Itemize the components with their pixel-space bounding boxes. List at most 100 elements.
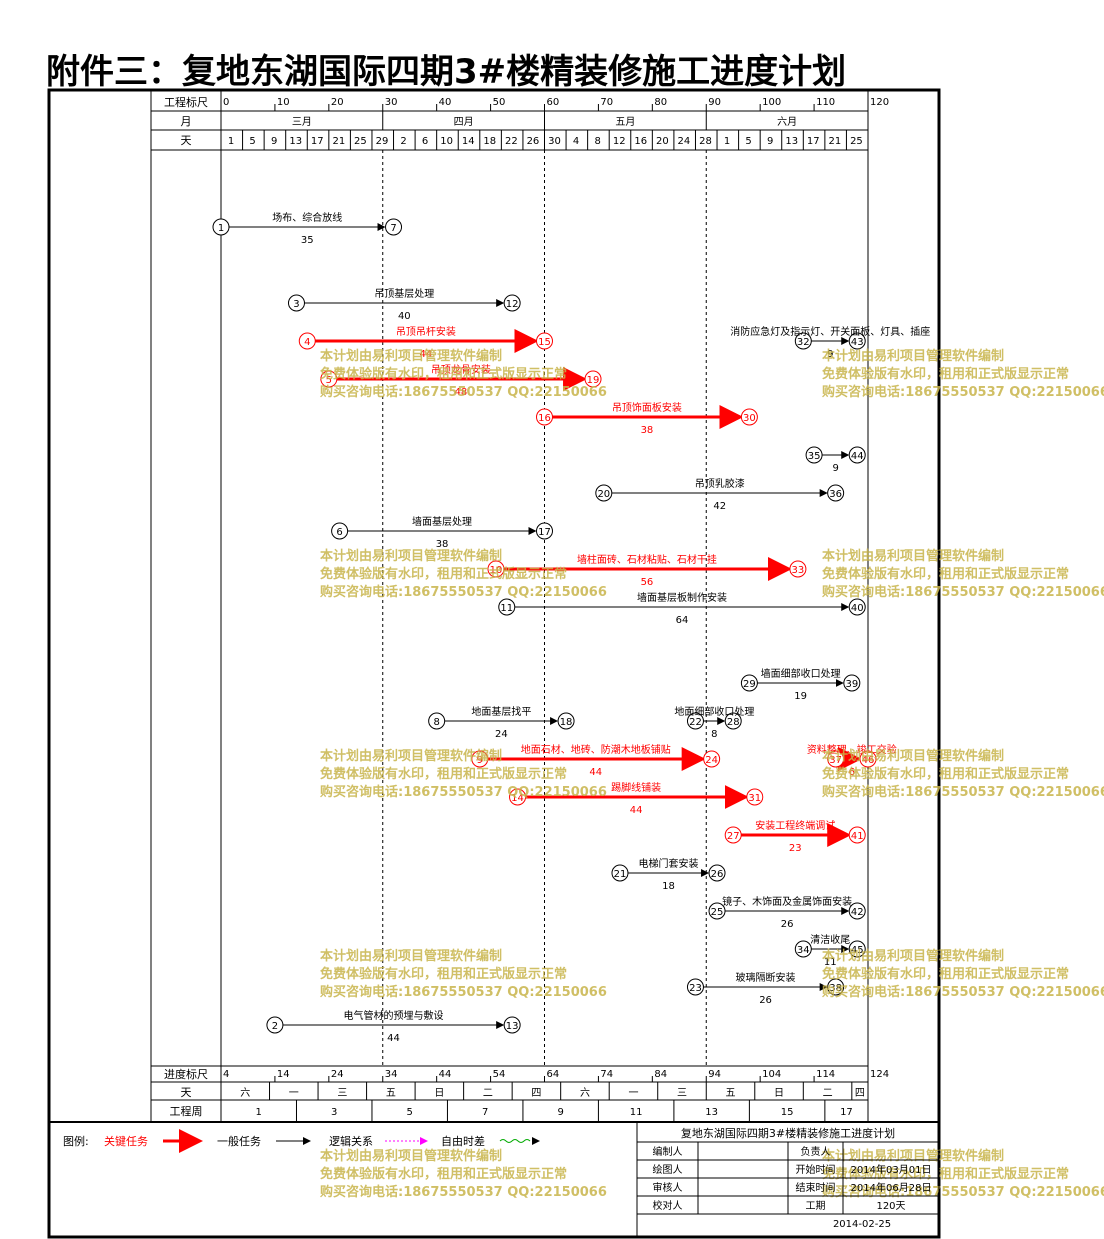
task-duration: 9 [832, 463, 838, 474]
event-node [686, 978, 704, 996]
event-node [708, 902, 726, 920]
task-name: 清洁收尾 [810, 933, 850, 946]
month-label-3: 六月 [777, 116, 797, 128]
weekday-11: 日 [774, 1088, 784, 1099]
event-node [287, 294, 305, 312]
event-node [794, 940, 812, 958]
day-label-16: 4 [573, 136, 579, 147]
task-name: 吊顶基层处理 [374, 287, 434, 300]
week-7: 15 [781, 1107, 794, 1118]
event-node [536, 408, 553, 426]
event-node-label: 43 [851, 337, 864, 348]
event-node-label: 20 [597, 489, 610, 500]
event-node [843, 674, 861, 692]
task-duration: 26 [759, 995, 772, 1006]
task-name: 墙面基层处理 [412, 515, 472, 528]
task-name: 资料整理、竣工交验 [807, 743, 897, 756]
month-label-1: 四月 [454, 116, 474, 128]
watermark-text: 本计划由易利项目管理软件编制 [320, 548, 502, 564]
progress-tick-label: 54 [493, 1069, 506, 1080]
day-label-9: 6 [422, 136, 428, 147]
page-title: 附件三：复地东湖国际四期3#楼精装修施工进度计划 [46, 52, 847, 92]
weekday-9: 三 [677, 1088, 687, 1099]
titleblock-title: 复地东湖国际四期3#楼精装修施工进度计划 [681, 1126, 895, 1140]
progress-tick-label: 14 [277, 1069, 290, 1080]
watermark-text: 免费体验版有水印，租用和正式版显示正常 [822, 366, 1069, 382]
event-node-label: 23 [689, 983, 702, 994]
event-node [498, 598, 516, 616]
event-node-label: 37 [829, 755, 842, 766]
diagram-frame [47, 88, 941, 1239]
watermark-text: 本计划由易利项目管理软件编制 [822, 748, 1004, 764]
day-label-15: 30 [548, 136, 561, 147]
weekday-7: 六 [580, 1087, 590, 1099]
event-node [611, 864, 629, 882]
day-label-22: 28 [699, 136, 712, 147]
scale-tick-label: 50 [493, 97, 506, 108]
event-node [724, 826, 742, 844]
event-node [789, 560, 807, 578]
week-8: 17 [840, 1107, 853, 1118]
weekday-2: 三 [337, 1088, 347, 1099]
progress-label: 进度标尺 [164, 1067, 208, 1081]
scale-tick-label: 40 [439, 97, 452, 108]
titleblock-cell: 绘图人 [653, 1163, 683, 1176]
scale-tick-label: 10 [277, 97, 290, 108]
month-label-2: 五月 [615, 116, 635, 128]
day-label-6: 25 [354, 136, 367, 147]
progress-tick-label: 94 [708, 1069, 721, 1080]
task-name: 安装工程终端调试 [755, 819, 835, 832]
watermark-text: 免费体验版有水印，租用和正式版显示正常 [320, 566, 567, 582]
watermark-text: 本计划由易利项目管理软件编制 [320, 748, 502, 764]
scale-tick-label: 100 [762, 97, 781, 108]
legend: 图例:关键任务一般任务逻辑关系自由时差 [63, 1129, 540, 1153]
event-node [848, 332, 866, 350]
task-name: 吊顶吊杆安装 [396, 325, 456, 338]
progress-tick-label: 84 [654, 1069, 667, 1080]
watermark-text: 本计划由易利项目管理软件编制 [320, 948, 502, 964]
event-node [740, 674, 758, 692]
watermark-text: 购买咨询电话:18675550537 QQ:22150066 [320, 384, 607, 400]
scale-tick-label: 30 [385, 97, 398, 108]
task-duration: 18 [662, 881, 675, 892]
watermark-text: 本计划由易利项目管理软件编制 [320, 348, 502, 364]
legend-label: 图例: [63, 1134, 89, 1148]
day-label-25: 9 [767, 136, 773, 147]
task-name: 地面细部收口处理 [674, 705, 754, 718]
event-node [827, 750, 845, 768]
event-node [503, 1016, 521, 1034]
event-node [557, 712, 575, 730]
event-node [848, 902, 866, 920]
day-label-2: 9 [271, 136, 277, 147]
day-label-7: 29 [376, 136, 389, 147]
weekday-8: 一 [628, 1088, 638, 1099]
watermark-text: 购买咨询电话:18675550537 QQ:22150066 [320, 1184, 607, 1200]
task-name: 电气管材的预埋与敷设 [344, 1009, 444, 1022]
weekday-6: 四 [531, 1088, 541, 1099]
task-name: 玻璃隔断安装 [736, 971, 796, 984]
day-label-28: 21 [828, 136, 841, 147]
legend-float-wave [499, 1139, 531, 1143]
event-node [686, 712, 704, 730]
progress-tick-label: 114 [816, 1069, 835, 1080]
scale-tick-label: 120 [870, 97, 889, 108]
day-label-10: 10 [440, 136, 453, 147]
weekday-3: 五 [386, 1088, 396, 1099]
titleblock-cell: 校对人 [653, 1199, 683, 1212]
task-name: 墙面基层板制作安装 [637, 591, 727, 604]
titleblock-cell: 工期 [806, 1200, 826, 1212]
titleblock-cell: 结束时间 [796, 1181, 836, 1194]
task-name: 地面石材、地砖、防潮木地板铺贴 [521, 743, 671, 756]
task-duration: 48 [455, 387, 468, 398]
weekday-4: 日 [434, 1088, 444, 1099]
event-node-label: 7 [390, 223, 396, 234]
task-duration: 44 [387, 1033, 400, 1044]
scale-tick-label: 0 [223, 97, 229, 108]
